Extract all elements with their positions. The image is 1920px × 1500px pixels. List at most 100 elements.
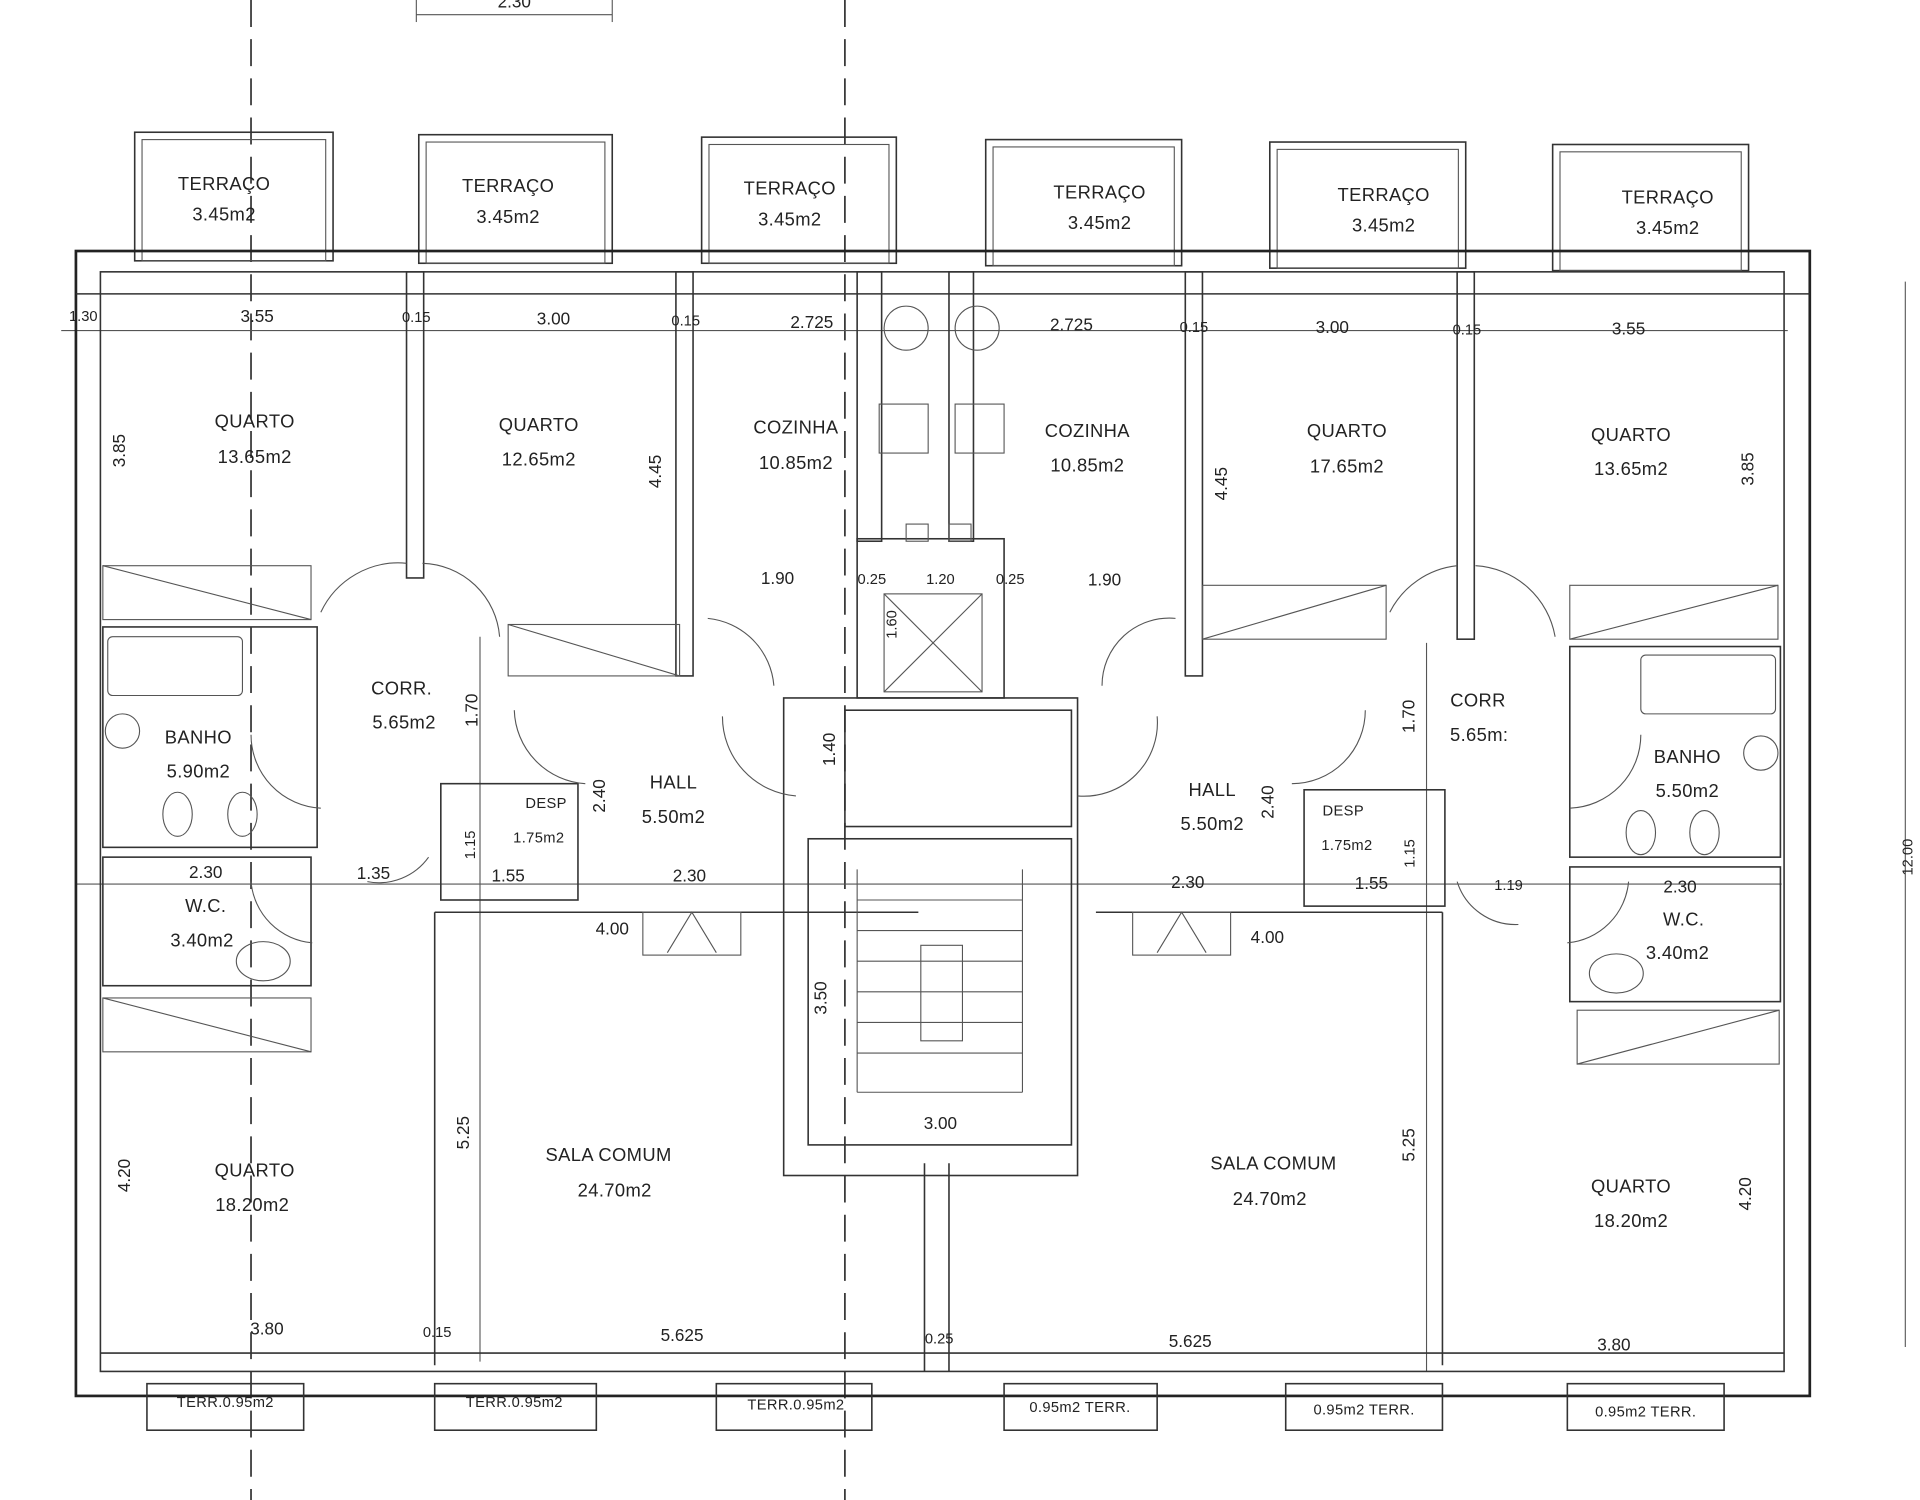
- terraco-4-label: TERRAÇO: [1053, 181, 1145, 202]
- top-terraces: [133, 131, 1750, 272]
- fixtures: [104, 305, 1779, 994]
- terraco-4-area: 3.45m2: [1068, 212, 1131, 233]
- terraco-6-area: 3.45m2: [1636, 217, 1699, 238]
- hall-left-label: HALL: [650, 772, 697, 793]
- dim-top-2-30: 2.30: [498, 0, 531, 11]
- dim-0-25: 0.25: [925, 1331, 954, 1347]
- dim-3-00-right: 3.00: [1316, 317, 1349, 337]
- terr-small-5: 0.95m2 TERR.: [1313, 1402, 1414, 1418]
- room-labels: TERRAÇO 3.45m2 TERRAÇO 3.45m2 TERRAÇO 3.…: [165, 173, 1721, 1421]
- banho-left-area: 5.90m2: [167, 761, 230, 782]
- dim-1-35: 1.35: [357, 863, 390, 883]
- quarto-6-area: 18.20m2: [1594, 1210, 1668, 1231]
- dim-1-40: 1.40: [819, 733, 839, 766]
- terraco-3-label: TERRAÇO: [744, 178, 836, 199]
- dim-3-55-left: 3.55: [240, 306, 273, 326]
- terr-small-1: TERR.0.95m2: [177, 1395, 274, 1411]
- dim-3-55-right: 3.55: [1612, 318, 1645, 338]
- dim-5-25-right: 5.25: [1398, 1128, 1418, 1161]
- dim-1-55-left: 1.55: [491, 866, 524, 886]
- dim-2-30-wc-left: 2.30: [189, 862, 222, 882]
- terraco-1-area: 3.45m2: [192, 203, 255, 224]
- dim-4-45-left: 4.45: [645, 455, 665, 488]
- terraco-5-label: TERRAÇO: [1338, 184, 1430, 205]
- hall-left-area: 5.50m2: [642, 806, 705, 827]
- quarto-4-area: 13.65m2: [1594, 458, 1668, 479]
- dim-2-725-right: 2.725: [1050, 315, 1093, 335]
- dim-1-90-left: 1.90: [761, 568, 794, 588]
- dim-1-20: 1.20: [926, 572, 955, 588]
- sala-left-area: 24.70m2: [578, 1179, 652, 1200]
- dim-2-30-hall-left: 2.30: [673, 866, 706, 886]
- quarto-5-label: QUARTO: [215, 1160, 295, 1181]
- corr-left-area: 5.65m2: [372, 712, 435, 733]
- dim-0-25-right: 0.25: [996, 572, 1025, 588]
- dim-2-40-left: 2.40: [589, 779, 609, 812]
- dim-2-30-wc-right: 2.30: [1663, 877, 1696, 897]
- bottom-terraces: [146, 1382, 1725, 1431]
- dim-0-15: 0.15: [402, 310, 431, 326]
- terraco-2-label: TERRAÇO: [462, 175, 554, 196]
- dim-1-15-right: 1.15: [1402, 839, 1418, 868]
- quarto-3-area: 17.65m2: [1310, 456, 1384, 477]
- interior-walls: [75, 271, 1810, 1372]
- banho-right-label: BANHO: [1654, 746, 1721, 767]
- corr-right-label: CORR: [1450, 690, 1506, 711]
- dim-12-00: 12.00: [1901, 839, 1917, 876]
- corr-right-area: 5.65m:: [1450, 724, 1508, 745]
- exterior-walls: [74, 249, 1812, 1398]
- dim-5-625-right: 5.625: [1169, 1331, 1212, 1351]
- corr-left-label: CORR.: [371, 677, 432, 698]
- banho-right-area: 5.50m2: [1656, 780, 1719, 801]
- dim-4-20-right: 4.20: [1735, 1177, 1755, 1210]
- dim-1-19: 1.19: [1494, 878, 1523, 894]
- dim-1-15-left: 1.15: [463, 831, 479, 860]
- dim-5-625-left: 5.625: [661, 1325, 704, 1345]
- quarto-2-area: 12.65m2: [502, 448, 576, 469]
- dim-2-30-hall-right: 2.30: [1171, 872, 1204, 892]
- dim-3-85-right: 3.85: [1737, 452, 1757, 485]
- dim-0-25-left: 0.25: [858, 572, 887, 588]
- dim-4-00-right: 4.00: [1251, 927, 1284, 947]
- dim-0-15: 0.15: [1453, 322, 1482, 338]
- cozinha-1-label: COZINHA: [753, 416, 839, 437]
- terraco-3-area: 3.45m2: [758, 208, 821, 229]
- dim-0-15: 0.15: [423, 1325, 452, 1341]
- sala-right-label: SALA COMUM: [1210, 1152, 1336, 1173]
- terr-small-6: 0.95m2 TERR.: [1595, 1405, 1696, 1421]
- dim-4-00-left: 4.00: [596, 918, 629, 938]
- dim-3-80-left: 3.80: [250, 1319, 283, 1339]
- terraco-6-label: TERRAÇO: [1622, 186, 1714, 207]
- terr-small-3: TERR.0.95m2: [747, 1397, 844, 1413]
- axis-lines: [61, 0, 1906, 1500]
- sala-left-label: SALA COMUM: [546, 1144, 672, 1165]
- terraco-5-area: 3.45m2: [1352, 214, 1415, 235]
- quarto-3-label: QUARTO: [1307, 420, 1387, 441]
- dim-1-70-right: 1.70: [1398, 700, 1418, 733]
- dim-2-725-left: 2.725: [790, 312, 833, 332]
- quarto-5-area: 18.20m2: [215, 1194, 289, 1215]
- wc-right-area: 3.40m2: [1646, 942, 1709, 963]
- terraco-1-label: TERRAÇO: [178, 173, 270, 194]
- desp-right-area: 1.75m2: [1321, 838, 1372, 854]
- wc-left-area: 3.40m2: [170, 930, 233, 951]
- dim-1-90-right: 1.90: [1088, 569, 1121, 589]
- dim-4-45-right: 4.45: [1211, 467, 1231, 500]
- doors: [250, 562, 1642, 956]
- wc-left-label: W.C.: [185, 895, 226, 916]
- dim-2-40-right: 2.40: [1257, 785, 1277, 818]
- staircase: [807, 837, 1073, 1146]
- sala-right-area: 24.70m2: [1233, 1188, 1307, 1209]
- terr-small-2: TERR.0.95m2: [466, 1395, 563, 1411]
- desp-left-label: DESP: [525, 796, 566, 812]
- cozinha-2-label: COZINHA: [1045, 420, 1131, 441]
- dim-1-60: 1.60: [884, 610, 900, 639]
- dim-1-70-left: 1.70: [462, 694, 482, 727]
- quarto-4-label: QUARTO: [1591, 424, 1671, 445]
- terraco-2-area: 3.45m2: [476, 206, 539, 227]
- cozinha-1-area: 10.85m2: [759, 452, 833, 473]
- quarto-1-area: 13.65m2: [218, 446, 292, 467]
- dim-0-15: 0.15: [671, 314, 700, 330]
- quarto-6-label: QUARTO: [1591, 1176, 1671, 1197]
